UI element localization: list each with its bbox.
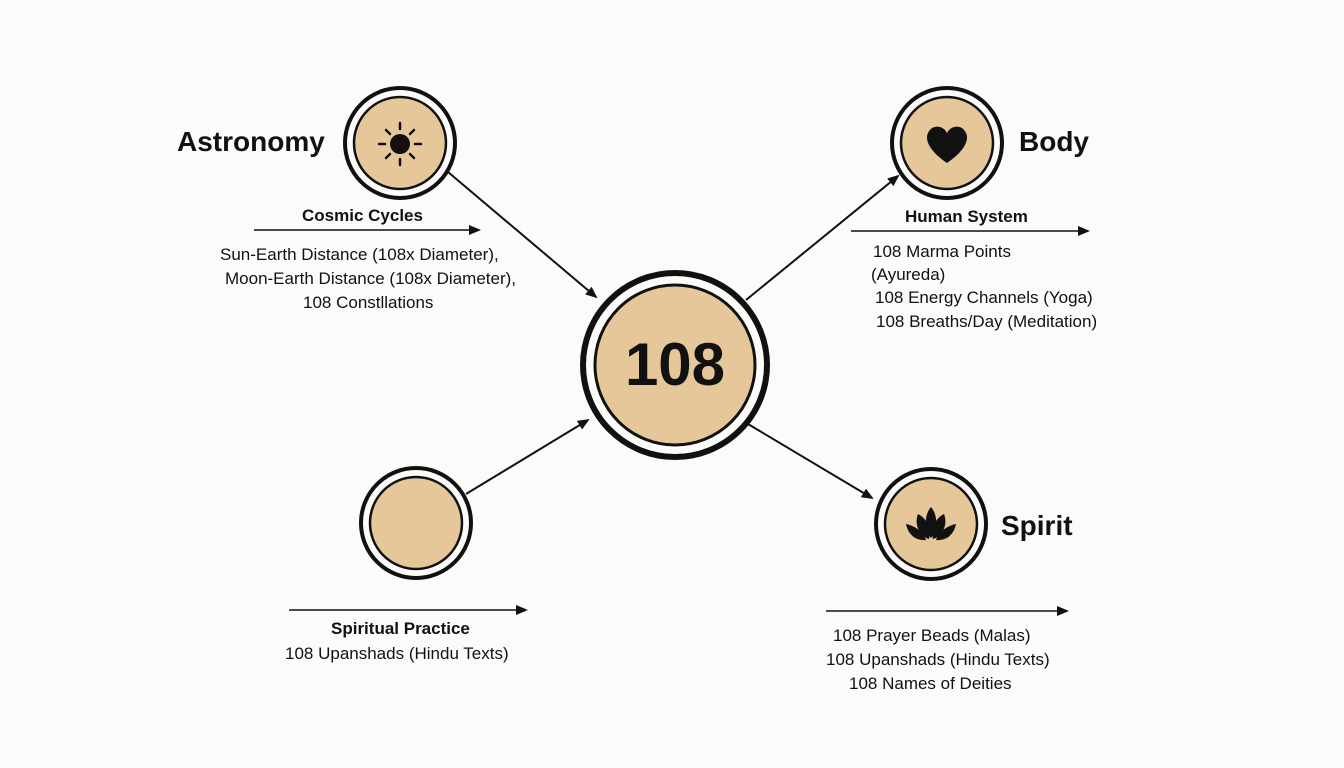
center-number: 108	[624, 331, 726, 398]
center-circle	[580, 270, 770, 460]
spiritual-practice-heading: Spiritual Practice	[331, 619, 470, 638]
body-line-2: (Ayureda)	[871, 265, 946, 284]
body-line-3: 108 Energy Channels (Yoga)	[875, 288, 1093, 307]
astronomy-line-2: Moon-Earth Distance (108x Diameter),	[225, 269, 517, 288]
arrow-center-to-body	[745, 174, 900, 301]
lotus-icon	[906, 507, 956, 541]
sun-icon	[377, 121, 423, 167]
arrow-astronomy-to-center	[447, 171, 598, 299]
astronomy-line-1: Sun-Earth Distance (108x Diameter),	[220, 245, 499, 264]
body-line-1: 108 Marma Points	[873, 242, 1011, 261]
body-line-4: 108 Breaths/Day (Meditation)	[876, 312, 1098, 331]
arrow-center-to-spirit	[747, 423, 874, 500]
astronomy-title: Astronomy	[177, 126, 325, 157]
spiritual-node-circle	[359, 466, 473, 580]
astronomy-line-3: 108 Constllations	[303, 293, 434, 312]
heart-icon	[926, 126, 968, 163]
spirit-line-3: 108 Names of Deities	[849, 674, 1012, 693]
human-system-heading: Human System	[905, 207, 1028, 226]
body-title: Body	[1019, 126, 1089, 157]
arrow-spiritual-to-center	[465, 418, 590, 495]
cosmic-cycles-heading: Cosmic Cycles	[302, 206, 423, 225]
spirit-title: Spirit	[1001, 510, 1073, 541]
spirit-line-2: 108 Upanshads (Hindu Texts)	[826, 650, 1050, 669]
spiritual-line-1: 108 Upanshads (Hindu Texts)	[285, 644, 509, 663]
spirit-line-1: 108 Prayer Beads (Malas)	[833, 626, 1031, 645]
